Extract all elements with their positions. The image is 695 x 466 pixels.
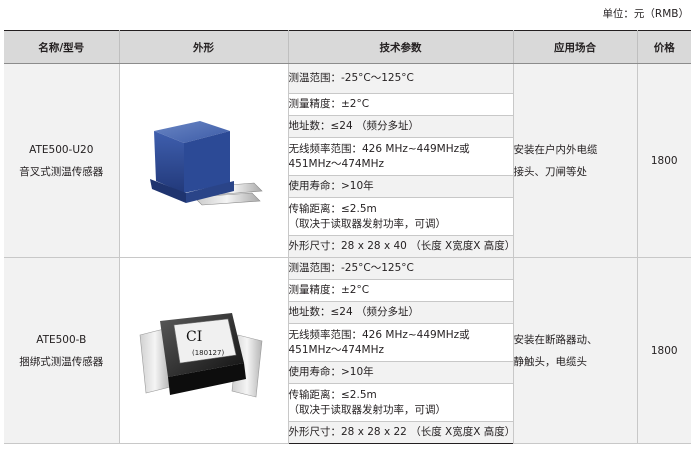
product-name: 捆绑式测温传感器 [19, 355, 104, 368]
product-image-cell: CI (180127) [118, 257, 289, 444]
header-price: 价格 [636, 30, 691, 64]
product-model: ATE500-U20 [29, 143, 94, 156]
application-line: 安装在断路器动、 [513, 333, 598, 346]
spec-item: 传输距离：≤2.5m（取决于读取器发射功率，可调） [287, 383, 514, 422]
table-row: 外形尺寸：28 x 28 x 22 （长度 X宽度X 高度） [4, 421, 691, 444]
product-image-cell [118, 63, 289, 258]
product-name: 音叉式测温传感器 [19, 165, 104, 178]
table-header-row: 名称/型号 外形 技术参数 应用场合 价格 [4, 30, 691, 64]
table-row: 传输距离：≤2.5m（取决于读取器发射功率，可调） [4, 383, 691, 422]
price-cell: 1800 [636, 257, 691, 444]
application-cell: 安装在户内外电缆 接头、刀闸等处 [512, 63, 638, 258]
application-line: 安装在户内外电缆 [513, 143, 598, 156]
table-row: 测量精度：±2°C [4, 279, 691, 302]
spec-item: 测量精度：±2°C [287, 279, 514, 302]
application-cell: 安装在断路器动、 静触头，电缆头 [512, 257, 638, 444]
spec-item: 传输距离：≤2.5m（取决于读取器发射功率，可调） [287, 197, 514, 236]
header-appearance: 外形 [118, 30, 289, 64]
application-line: 接头、刀闸等处 [513, 165, 588, 178]
table-row: ATE500-U20 音叉式测温传感器 [4, 63, 691, 258]
product-model: ATE500-B [36, 333, 87, 346]
spec-item: 测量精度：±2°C [287, 93, 514, 116]
spec-item: 使用寿命：>10年 [287, 175, 514, 198]
table-row: 地址数：≤24 （频分多址） [4, 301, 691, 324]
application-line: 静触头，电缆头 [513, 355, 588, 368]
table-row: 外形尺寸：28 x 28 x 40 （长度 X宽度X 高度） [4, 235, 691, 258]
table-row: 传输距离：≤2.5m（取决于读取器发射功率，可调） [4, 197, 691, 236]
product-name-cell: ATE500-B 捆绑式测温传感器 [4, 257, 120, 444]
spec-item: 测温范围：-25°C～125°C [287, 257, 514, 280]
spec-item: 地址数：≤24 （频分多址） [287, 301, 514, 324]
currency-unit-label: 单位：元（RMB） [602, 8, 689, 20]
product-name-cell: ATE500-U20 音叉式测温传感器 [4, 63, 120, 258]
product-spec-table: 名称/型号 外形 技术参数 应用场合 价格 ATE500-U20 音叉式测温传感… [4, 30, 691, 444]
header-name-model: 名称/型号 [4, 30, 120, 64]
table-row: 测量精度：±2°C [4, 93, 691, 116]
header-specs: 技术参数 [287, 30, 514, 64]
price-cell: 1800 [636, 63, 691, 258]
spec-item: 外形尺寸：28 x 28 x 22 （长度 X宽度X 高度） [287, 421, 515, 444]
spec-item: 地址数：≤24 （频分多址） [287, 115, 514, 138]
spec-item: 测温范围：-25°C～125°C [287, 63, 514, 94]
sensor-label-code: (180127) [192, 349, 224, 357]
table-row: 地址数：≤24 （频分多址） [4, 115, 691, 138]
black-strap-sensor-icon: CI (180127) [139, 312, 262, 397]
sensor-label-brand: CI [186, 329, 202, 345]
spec-item: 外形尺寸：28 x 28 x 40 （长度 X宽度X 高度） [287, 235, 515, 258]
blue-fork-sensor-icon [149, 120, 263, 205]
spec-item: 使用寿命：>10年 [287, 361, 514, 384]
header-application: 应用场合 [512, 30, 638, 64]
table-row: ATE500-B 捆绑式测温传感器 CI (180127) [4, 257, 691, 444]
table-row: 使用寿命：>10年 [4, 175, 691, 198]
